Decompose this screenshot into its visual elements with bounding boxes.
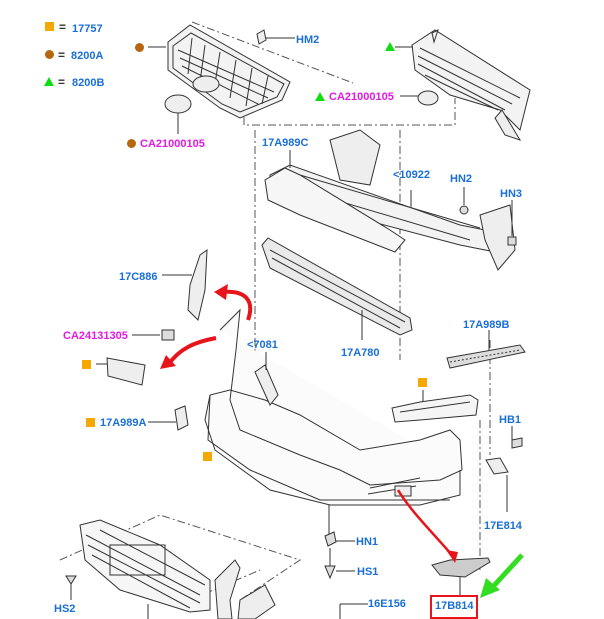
highlight-box <box>430 595 478 619</box>
fog-lamp-grille[interactable] <box>431 557 491 578</box>
label-17a989c[interactable]: 17A989C <box>262 137 309 149</box>
brown-circle-marker <box>127 139 136 148</box>
legend-equals: = <box>59 20 67 34</box>
label-17e814[interactable]: 17E814 <box>484 520 522 532</box>
label-7081[interactable]: <7081 <box>247 339 278 351</box>
clip-hn1[interactable] <box>324 531 337 547</box>
label-17a780[interactable]: 17A780 <box>341 347 380 359</box>
label-hn2[interactable]: HN2 <box>450 173 473 185</box>
label-17a989b[interactable]: 17A989B <box>463 319 510 331</box>
legend-code-8200a: 8200A <box>71 50 104 62</box>
red-arrow-lower <box>166 336 217 367</box>
label-17c886[interactable]: 17C886 <box>119 271 158 283</box>
screw-hs1[interactable] <box>324 565 336 580</box>
green-triangle-marker <box>385 42 395 51</box>
screw-hs2[interactable] <box>65 575 77 585</box>
blank-7081[interactable] <box>254 364 279 406</box>
parking-sensor-bracket[interactable] <box>106 357 146 386</box>
trim-17e814[interactable] <box>485 457 509 475</box>
green-arrow <box>480 553 524 598</box>
upper-grille-left[interactable] <box>167 24 291 119</box>
legend-brown-circle-icon <box>45 50 54 59</box>
cap-17a989a[interactable] <box>174 405 189 431</box>
lower-absorber[interactable] <box>237 584 276 619</box>
nut-hn2[interactable] <box>459 205 469 215</box>
label-17a989a[interactable]: 17A989A <box>100 417 147 429</box>
legend-equals: = <box>58 48 66 62</box>
orange-square-marker <box>203 452 212 461</box>
label-hs1[interactable]: HS1 <box>357 566 379 578</box>
label-hs2[interactable]: HS2 <box>54 603 76 615</box>
legend-equals: = <box>58 75 66 89</box>
fog-lamp-grille-upper[interactable] <box>446 344 526 369</box>
wheel-liner-bracket[interactable] <box>214 559 241 619</box>
label-16e156[interactable]: 16E156 <box>368 598 406 610</box>
nut-hn3[interactable] <box>507 236 517 246</box>
orange-square-marker <box>86 418 95 427</box>
label-hm2[interactable]: HM2 <box>296 34 320 46</box>
energy-absorber[interactable] <box>261 237 413 336</box>
upper-grille-right[interactable] <box>411 29 531 141</box>
ford-emblem-right[interactable] <box>417 90 439 106</box>
bolt-hb1[interactable] <box>511 437 523 449</box>
orange-square-marker <box>82 360 91 369</box>
legend-green-triangle-icon <box>44 77 54 86</box>
legend-code-8200b: 8200B <box>72 77 105 89</box>
label-17b814[interactable]: 17B814 <box>435 600 474 612</box>
label-ca21000105-right[interactable]: CA21000105 <box>329 91 394 103</box>
label-ca21000105-left[interactable]: CA21000105 <box>140 138 205 150</box>
red-arrow-fog <box>396 489 453 556</box>
green-triangle-marker <box>315 92 325 101</box>
red-arrow-upper <box>221 289 253 321</box>
fog-lamp-bezel[interactable] <box>391 394 479 423</box>
ford-emblem-left[interactable] <box>164 94 192 114</box>
sensor-ca24131305[interactable] <box>161 329 175 341</box>
label-10922[interactable]: <10922 <box>393 169 431 181</box>
legend-code-17757: 17757 <box>72 23 103 35</box>
bumper-cover[interactable] <box>204 308 463 506</box>
upper-absorber[interactable] <box>264 167 406 253</box>
lower-grille[interactable] <box>79 519 211 613</box>
brown-circle-marker <box>135 43 144 52</box>
clip-hm2[interactable] <box>256 29 267 45</box>
label-hn1[interactable]: HN1 <box>356 536 379 548</box>
bumper-reinforcement[interactable] <box>269 129 516 271</box>
orange-square-marker <box>418 378 427 387</box>
label-ca24131305[interactable]: CA24131305 <box>63 330 128 342</box>
label-hb1[interactable]: HB1 <box>499 414 522 426</box>
legend-orange-square-icon <box>45 22 54 31</box>
side-bracket[interactable] <box>187 248 208 321</box>
label-hn3[interactable]: HN3 <box>500 188 523 200</box>
